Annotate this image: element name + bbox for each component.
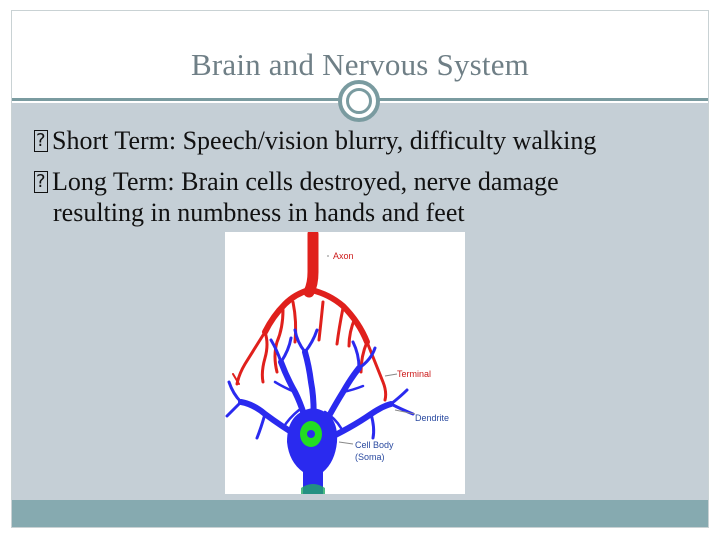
label-cell-body: Cell Body <box>355 440 394 450</box>
bullet-short-term: Short Term: Speech/vision blurry, diffic… <box>34 125 596 157</box>
neuron-diagram: Axon Terminal Dendrite Cell Body (Soma) <box>225 232 465 494</box>
bullet-continuation: resulting in numbness in hands and feet <box>53 198 465 227</box>
divider-ornament-icon <box>338 80 380 122</box>
bullet-glyph-icon <box>34 166 48 198</box>
label-dendrite: Dendrite <box>415 413 449 423</box>
axon-hillock-base <box>301 484 325 494</box>
bullet-glyph-icon <box>34 125 48 157</box>
nucleolus <box>307 430 315 438</box>
bullet-long-term: Long Term: Brain cells destroyed, nerve … <box>34 166 559 198</box>
label-axon: Axon <box>333 251 354 261</box>
cell-body <box>287 408 338 494</box>
label-terminal: Terminal <box>397 369 431 379</box>
neuron-svg: Axon Terminal Dendrite Cell Body (Soma) <box>225 232 449 494</box>
footer-band <box>12 500 708 527</box>
bullet-text: Long Term: Brain cells destroyed, nerve … <box>52 167 559 196</box>
slide-title: Brain and Nervous System <box>190 47 529 82</box>
label-soma: (Soma) <box>355 452 385 462</box>
bullet-text: Short Term: Speech/vision blurry, diffic… <box>52 126 597 155</box>
slide-frame <box>11 10 709 528</box>
